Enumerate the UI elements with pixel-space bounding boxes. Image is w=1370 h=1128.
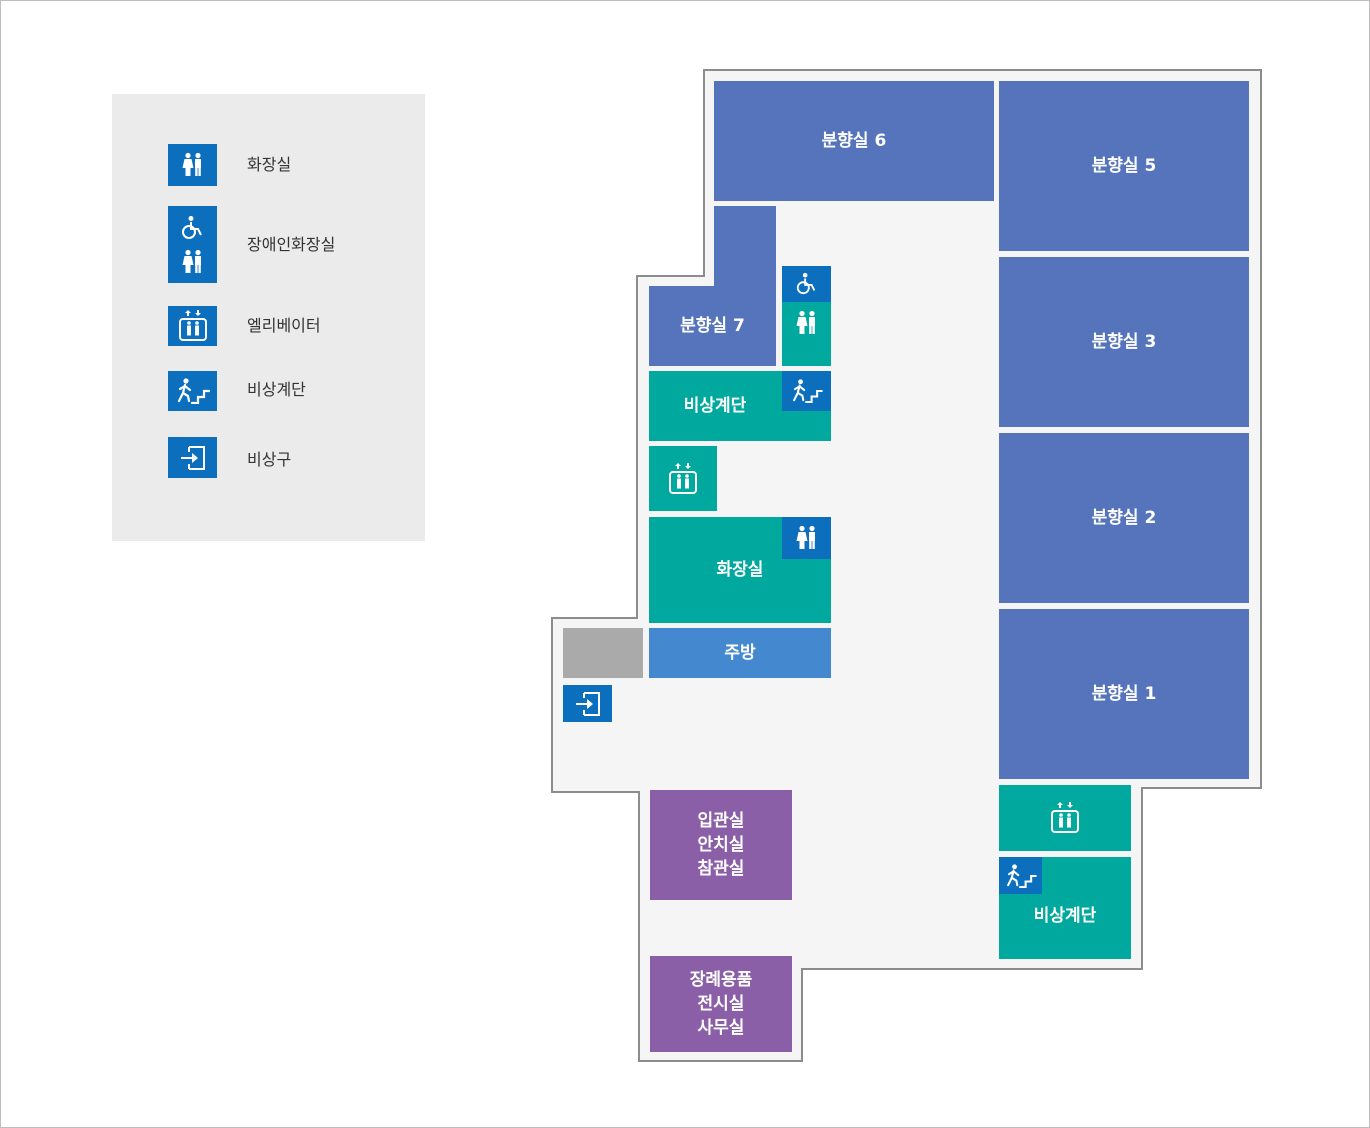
room-label: 분향실 5: [1091, 156, 1157, 176]
legend-label-accessible-restroom: 장애인화장실: [247, 235, 336, 254]
room-label: 주방: [724, 643, 756, 663]
room-label: 분향실 2: [1091, 508, 1157, 528]
room-label: 분향실 3: [1091, 332, 1157, 352]
restroom-icon: [782, 517, 831, 559]
emergency-stairs-icon: [168, 371, 217, 411]
restroom-icon: [168, 144, 217, 186]
elevator[interactable]: [649, 446, 717, 511]
elevator-bottom[interactable]: [999, 785, 1131, 851]
legend-label-emergency-stairs: 비상계단: [247, 380, 306, 399]
map-legend: 화장실 장애인화장실 엘리베이터 비상계단 비상구: [112, 94, 425, 541]
room-label: 화장실: [716, 560, 764, 580]
emergency-stairs-icon: [999, 857, 1042, 894]
memorial-room-1[interactable]: 분향실 1: [999, 609, 1249, 779]
memorial-room-7-upper: [714, 206, 776, 288]
memorial-room-6[interactable]: 분향실 6: [714, 81, 994, 201]
accessible-restroom-icon: [168, 206, 217, 283]
elevator-icon: [168, 306, 217, 346]
emergency-exit-icon[interactable]: [563, 685, 612, 722]
funeral-goods-office[interactable]: 장례용품 전시실 사무실: [650, 956, 792, 1052]
legend-label-restroom: 화장실: [247, 155, 292, 174]
memorial-room-2[interactable]: 분향실 2: [999, 433, 1249, 603]
room-label: 분향실 7: [680, 316, 745, 336]
elevator-icon: [669, 462, 697, 494]
room-label: 입관실 안치실 참관실: [697, 811, 745, 879]
memorial-room-5[interactable]: 분향실 5: [999, 81, 1249, 251]
room-label: 분향실 1: [1091, 684, 1157, 704]
wheelchair-icon: [782, 266, 831, 302]
restroom-icon: [794, 310, 820, 340]
room-label: 장례용품 전시실 사무실: [689, 970, 753, 1038]
storage-area: [563, 628, 643, 678]
legend-label-emergency-exit: 비상구: [247, 450, 292, 469]
elevator-icon: [1051, 802, 1079, 833]
room-label: 비상계단: [683, 396, 747, 416]
emergency-exit-icon: [168, 437, 217, 478]
ceremony-rooms[interactable]: 입관실 안치실 참관실: [650, 790, 792, 900]
memorial-room-7[interactable]: 분향실 7: [649, 286, 776, 366]
kitchen[interactable]: 주방: [649, 628, 831, 678]
emergency-stairs-icon: [782, 371, 831, 411]
legend-label-elevator: 엘리베이터: [247, 316, 321, 335]
memorial-room-3[interactable]: 분향실 3: [999, 257, 1249, 427]
room-label: 분향실 6: [821, 131, 887, 151]
room-label: 비상계단: [1033, 906, 1097, 926]
